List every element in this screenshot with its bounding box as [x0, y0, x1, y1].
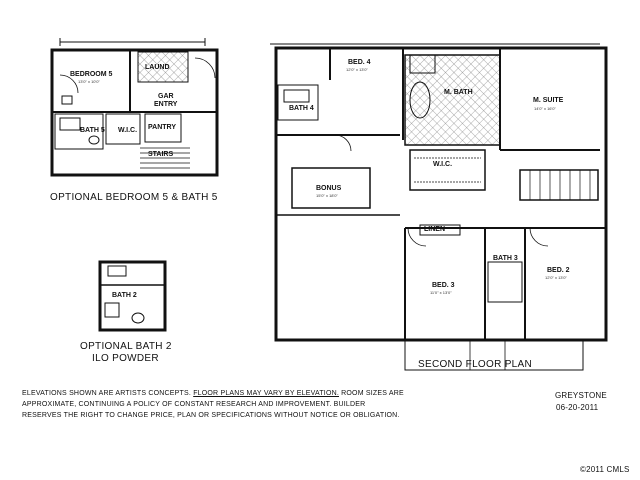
room-label-bonus: BONUS [316, 185, 342, 192]
caption-ilo-powder: ILO POWDER [92, 353, 159, 364]
bath5-room [54, 113, 104, 150]
room-label-bath3: BATH 3 [493, 255, 518, 262]
disclaimer-line1: ELEVATIONS SHOWN ARE ARTISTS CONCEPTS. F… [22, 390, 404, 397]
room-dim-bedroom5: 13'0" x 10'0" [78, 79, 100, 84]
optional-bedroom5-plan [50, 38, 219, 177]
room-label-mbath: M. BATH [444, 89, 473, 96]
room-label-pantry: PANTRY [148, 124, 176, 131]
room-label-bath5: BATH 5 [80, 127, 105, 134]
master-tub [409, 81, 431, 119]
closet-small [105, 113, 141, 145]
stairs-small [140, 147, 190, 169]
bath4-room [277, 84, 319, 121]
optional-bath2-plan [98, 260, 167, 332]
room-label-linen: LINEN [424, 226, 445, 233]
room-label-msuite: M. SUITE [533, 97, 564, 104]
disclaimer-line3: RESERVES THE RIGHT TO CHANGE PRICE, PLAN… [22, 412, 400, 419]
disclaimer-line2: APPROXIMATE, CONTINUING A POLICY OF CONS… [22, 401, 366, 408]
room-label-wic-small: W.I.C. [118, 127, 138, 134]
room-label-gar: GAR [158, 93, 174, 100]
disclaimer-line1-c: ROOM SIZES ARE [341, 390, 404, 397]
room-label-entry: ENTRY [154, 101, 178, 108]
room-dim-bed4: 12'0" x 13'0" [346, 67, 368, 72]
plan-name: GREYSTONE [555, 391, 607, 400]
copyright-text: ©2011 CMLS [580, 465, 630, 474]
caption-optional-bedroom5: OPTIONAL BEDROOM 5 & BATH 5 [50, 192, 218, 203]
room-dim-bed2: 12'0" x 13'0" [545, 275, 567, 280]
room-label-stairs: STAIRS [148, 151, 174, 158]
room-dim-msuite: 14'0" x 16'0" [534, 106, 556, 111]
room-label-bath2: BATH 2 [112, 292, 137, 299]
entry-porch [404, 339, 584, 371]
linen-closet [419, 224, 461, 236]
shower [409, 54, 436, 74]
room-label-laund: LAUND [145, 64, 170, 71]
laundry-area [137, 51, 189, 83]
room-label-bedroom5: BEDROOM 5 [70, 71, 113, 78]
pantry-room [144, 113, 182, 143]
second-floor-plan [270, 43, 608, 371]
bath2-outer-wall [98, 260, 167, 332]
wic-master [409, 149, 486, 191]
master-bath-tile [404, 54, 501, 146]
room-label-bed3: BED. 3 [432, 282, 455, 289]
caption-optional-bath2: OPTIONAL BATH 2 [80, 341, 172, 352]
stairs-main [519, 169, 599, 201]
room-label-bed2: BED. 2 [547, 267, 570, 274]
room-label-wic: W.I.C. [433, 161, 453, 168]
bonus-room [291, 167, 371, 209]
room-dim-bed3: 11'0" x 13'0" [430, 290, 452, 295]
room-label-bed4: BED. 4 [348, 59, 371, 66]
room-label-bath4: BATH 4 [289, 105, 314, 112]
disclaimer-line1-a: ELEVATIONS SHOWN ARE ARTISTS CONCEPTS. [22, 390, 192, 397]
disclaimer-line1-b: FLOOR PLANS MAY VARY BY ELEVATION. [193, 390, 339, 397]
room-dim-bonus: 15'0" x 18'0" [316, 193, 338, 198]
bath3-room [487, 261, 523, 303]
caption-second-floor-plan: SECOND FLOOR PLAN [418, 359, 533, 370]
plan-date: 06-20-2011 [556, 403, 599, 412]
